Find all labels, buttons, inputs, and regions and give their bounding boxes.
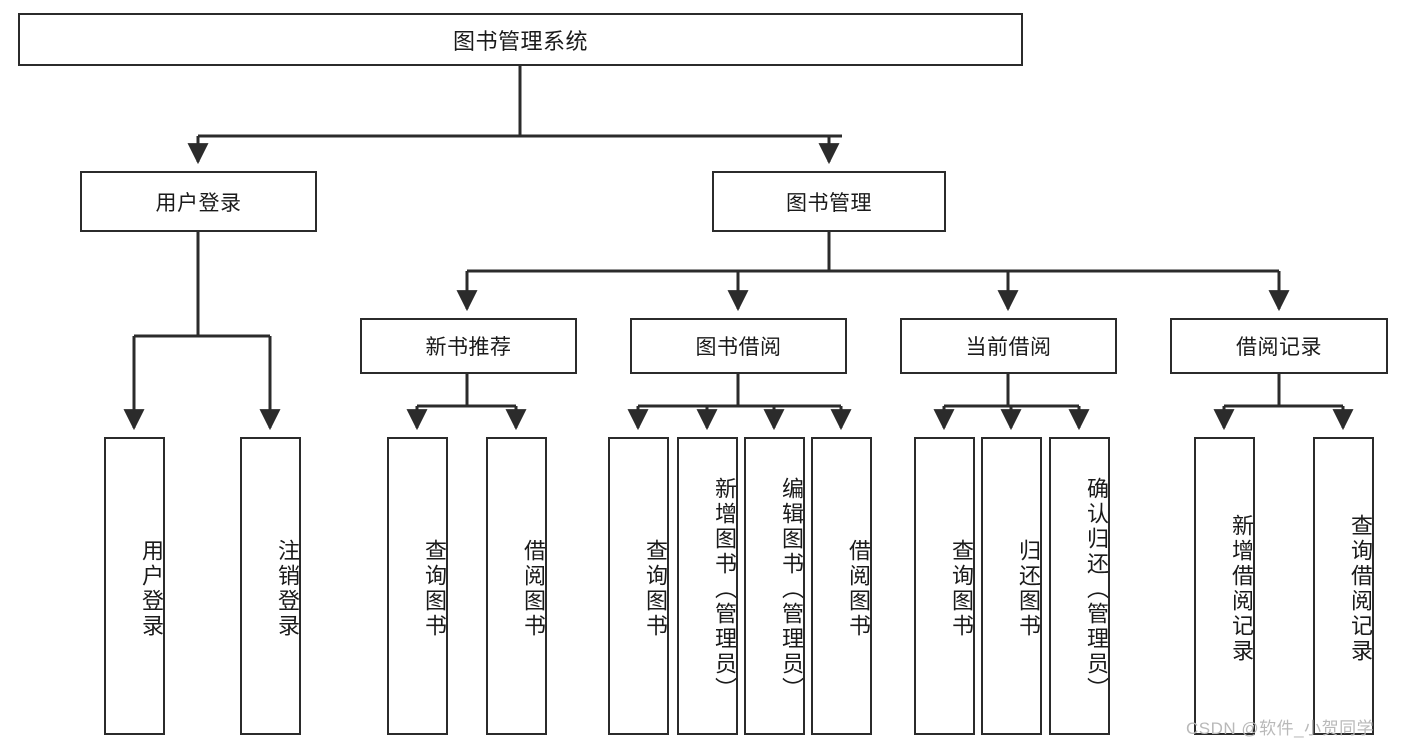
- leaf-current-borrow-return[interactable]: 归还图书: [981, 437, 1042, 735]
- node-label: 归还图书: [1016, 539, 1041, 639]
- leaf-book-borrow-query[interactable]: 查询图书: [608, 437, 669, 735]
- leaf-new-book-query[interactable]: 查询图书: [387, 437, 448, 735]
- leaf-user-login-signin[interactable]: 用户登录: [104, 437, 165, 735]
- leaf-borrow-record-query[interactable]: 查询借阅记录: [1313, 437, 1374, 735]
- node-label: 新书推荐: [425, 336, 512, 359]
- node-label: 查询图书: [643, 539, 668, 639]
- leaf-current-borrow-confirm-return[interactable]: 确认归还（管理员）: [1049, 437, 1110, 735]
- leaf-book-borrow-edit[interactable]: 编辑图书（管理员）: [744, 437, 805, 735]
- node-label: 查询借阅记录: [1348, 514, 1373, 664]
- node-new-book-recommend[interactable]: 新书推荐: [360, 318, 577, 374]
- leaf-current-borrow-query[interactable]: 查询图书: [914, 437, 975, 735]
- leaf-book-borrow-add[interactable]: 新增图书（管理员）: [677, 437, 738, 735]
- node-label: 图书借阅: [695, 336, 782, 359]
- node-label: 编辑图书（管理员）: [779, 476, 804, 702]
- node-user-login[interactable]: 用户登录: [80, 171, 317, 232]
- node-current-borrow[interactable]: 当前借阅: [900, 318, 1117, 374]
- node-book-management[interactable]: 图书管理: [712, 171, 946, 232]
- watermark: CSDN @软件_小贺同学: [1186, 719, 1375, 738]
- node-label: 当前借阅: [965, 336, 1052, 359]
- node-label: 查询图书: [949, 539, 974, 639]
- node-label: 查询图书: [422, 539, 447, 639]
- node-label: 图书管理系统: [452, 28, 588, 54]
- node-label: 用户登录: [155, 191, 242, 215]
- node-label: 新增借阅记录: [1229, 514, 1254, 664]
- leaf-new-book-borrow[interactable]: 借阅图书: [486, 437, 547, 735]
- leaf-book-borrow-lend[interactable]: 借阅图书: [811, 437, 872, 735]
- node-book-borrow[interactable]: 图书借阅: [630, 318, 847, 374]
- node-label: 新增图书（管理员）: [712, 476, 737, 702]
- node-label: 注销登录: [275, 539, 300, 639]
- leaf-borrow-record-add[interactable]: 新增借阅记录: [1194, 437, 1255, 735]
- node-label: 借阅图书: [846, 539, 871, 639]
- node-label: 借阅记录: [1236, 336, 1322, 359]
- node-label: 确认归还（管理员）: [1084, 476, 1109, 702]
- leaf-user-login-signout[interactable]: 注销登录: [240, 437, 301, 735]
- node-label: 用户登录: [139, 539, 164, 639]
- node-borrow-record[interactable]: 借阅记录: [1170, 318, 1388, 374]
- node-label: 借阅图书: [521, 539, 546, 639]
- node-label: 图书管理: [786, 191, 872, 215]
- node-root-system[interactable]: 图书管理系统: [18, 13, 1023, 66]
